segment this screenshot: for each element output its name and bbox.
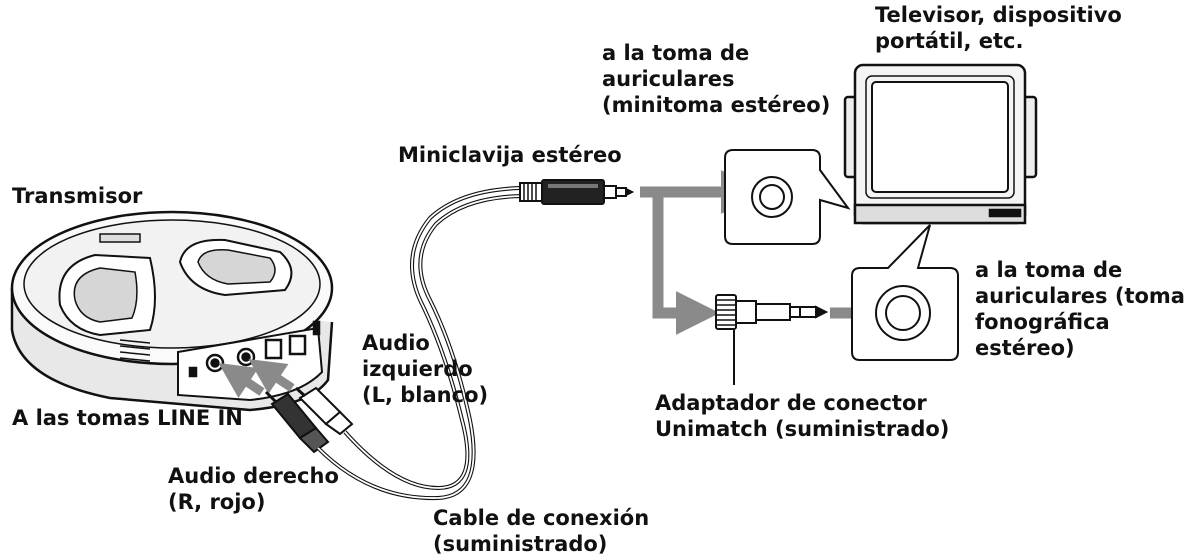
label-audio-right: Audio derecho (R, rojo)	[168, 464, 339, 514]
label-adapter: Adaptador de conector Unimatch (suminist…	[655, 391, 950, 441]
unimatch-adapter	[715, 294, 829, 330]
label-line-in: A las tomas LINE IN	[12, 406, 243, 430]
television-icon	[843, 63, 1038, 225]
label-headphone-phone: a la toma de auriculares (toma fonográfi…	[975, 258, 1185, 360]
rca-plug-white	[295, 386, 354, 436]
label-audio-left: Audio izquierdo (L, blanco)	[362, 331, 489, 407]
label-tv: Televisor, dispositivo portátil, etc.	[875, 3, 1122, 53]
label-mini-plug: Miniclavija estéreo	[398, 143, 622, 167]
transmitter-device	[10, 210, 334, 412]
label-headphone-mini: a la toma de auriculares (minitoma estér…	[602, 41, 831, 117]
arrow-icon	[218, 359, 295, 398]
mini-jack-icon	[724, 149, 851, 245]
label-transmitter: Transmisor	[12, 184, 143, 208]
label-cable: Cable de conexión (suministrado)	[433, 506, 650, 556]
rca-plug-red	[264, 390, 330, 454]
phone-jack-icon	[851, 224, 959, 361]
stereo-mini-plug	[519, 179, 635, 205]
